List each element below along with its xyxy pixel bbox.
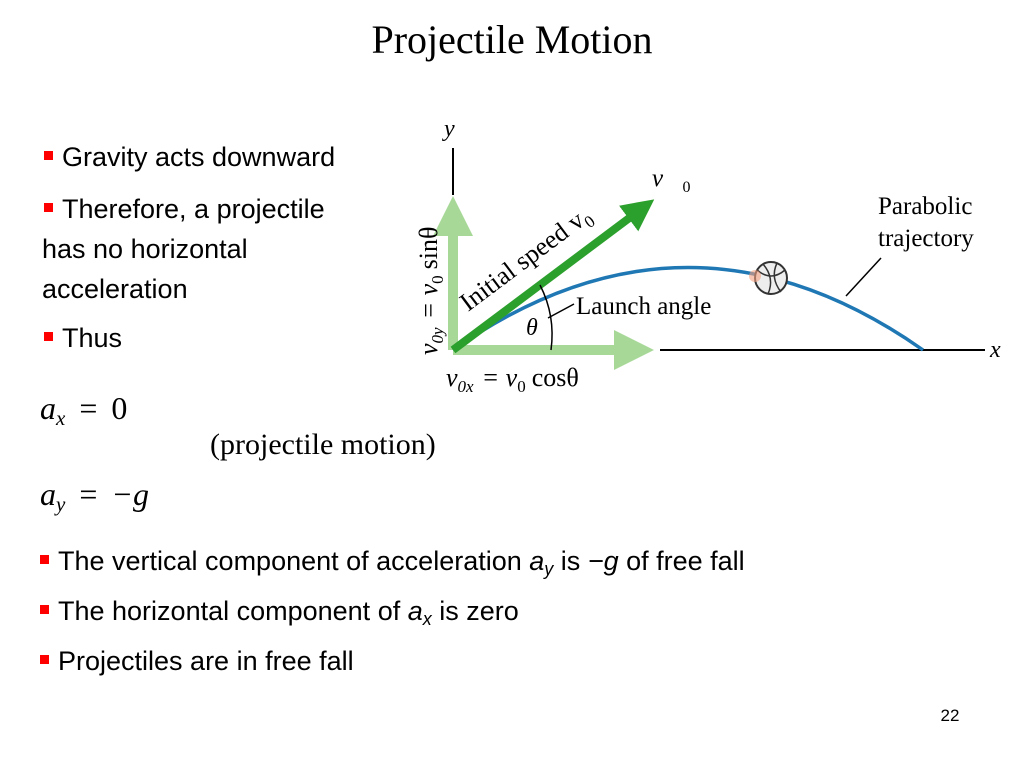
initial-velocity-arrow: [450, 199, 655, 354]
bullet-vertical-component: The vertical component of acceleration a…: [40, 546, 745, 580]
bullet-no-horizontal-acceleration: Therefore, a projectile has no horizonta…: [42, 194, 325, 304]
bullet-free-fall: Projectiles are in free fall: [40, 646, 354, 677]
basketball-icon: [749, 261, 788, 295]
launch-angle-label: Launch angle: [576, 293, 711, 320]
x-axis-label: x: [989, 337, 1001, 363]
v0y-equation-label: v0y= v0sinθ: [414, 227, 447, 355]
launch-angle-leader: [547, 303, 575, 319]
bullet-marker: [44, 203, 53, 212]
bullet-marker: [40, 555, 49, 564]
bullet-marker: [40, 655, 49, 664]
bullet-marker: [44, 332, 53, 341]
bullet-marker: [40, 605, 49, 614]
parabolic-label-line1: Parabolic: [878, 193, 972, 220]
bullet-gravity: Gravity acts downward: [44, 137, 335, 177]
projectile-diagram: y x θ Launch angle v⃗0 Initial speed v0 …: [414, 116, 1001, 396]
v0-vector-label: v⃗0: [652, 165, 691, 196]
page-number: 22: [940, 706, 960, 725]
slide-title: Projectile Motion: [371, 17, 653, 62]
equation-brace-label: (projectile motion): [210, 428, 436, 461]
equation-ay: ay=−g: [40, 476, 149, 516]
trajectory-leader: [845, 257, 882, 297]
equation-ax: ax=0: [40, 390, 128, 430]
bullet-marker: [44, 151, 53, 160]
angle-theta: θ: [526, 315, 538, 341]
bullet-horizontal-component: The horizontal component of ax is zero: [40, 596, 519, 630]
y-axis-label: y: [442, 116, 455, 142]
bullet-thus: Thus: [44, 318, 122, 358]
parabolic-label-line2: trajectory: [878, 225, 974, 252]
parabolic-trajectory: [451, 265, 925, 352]
